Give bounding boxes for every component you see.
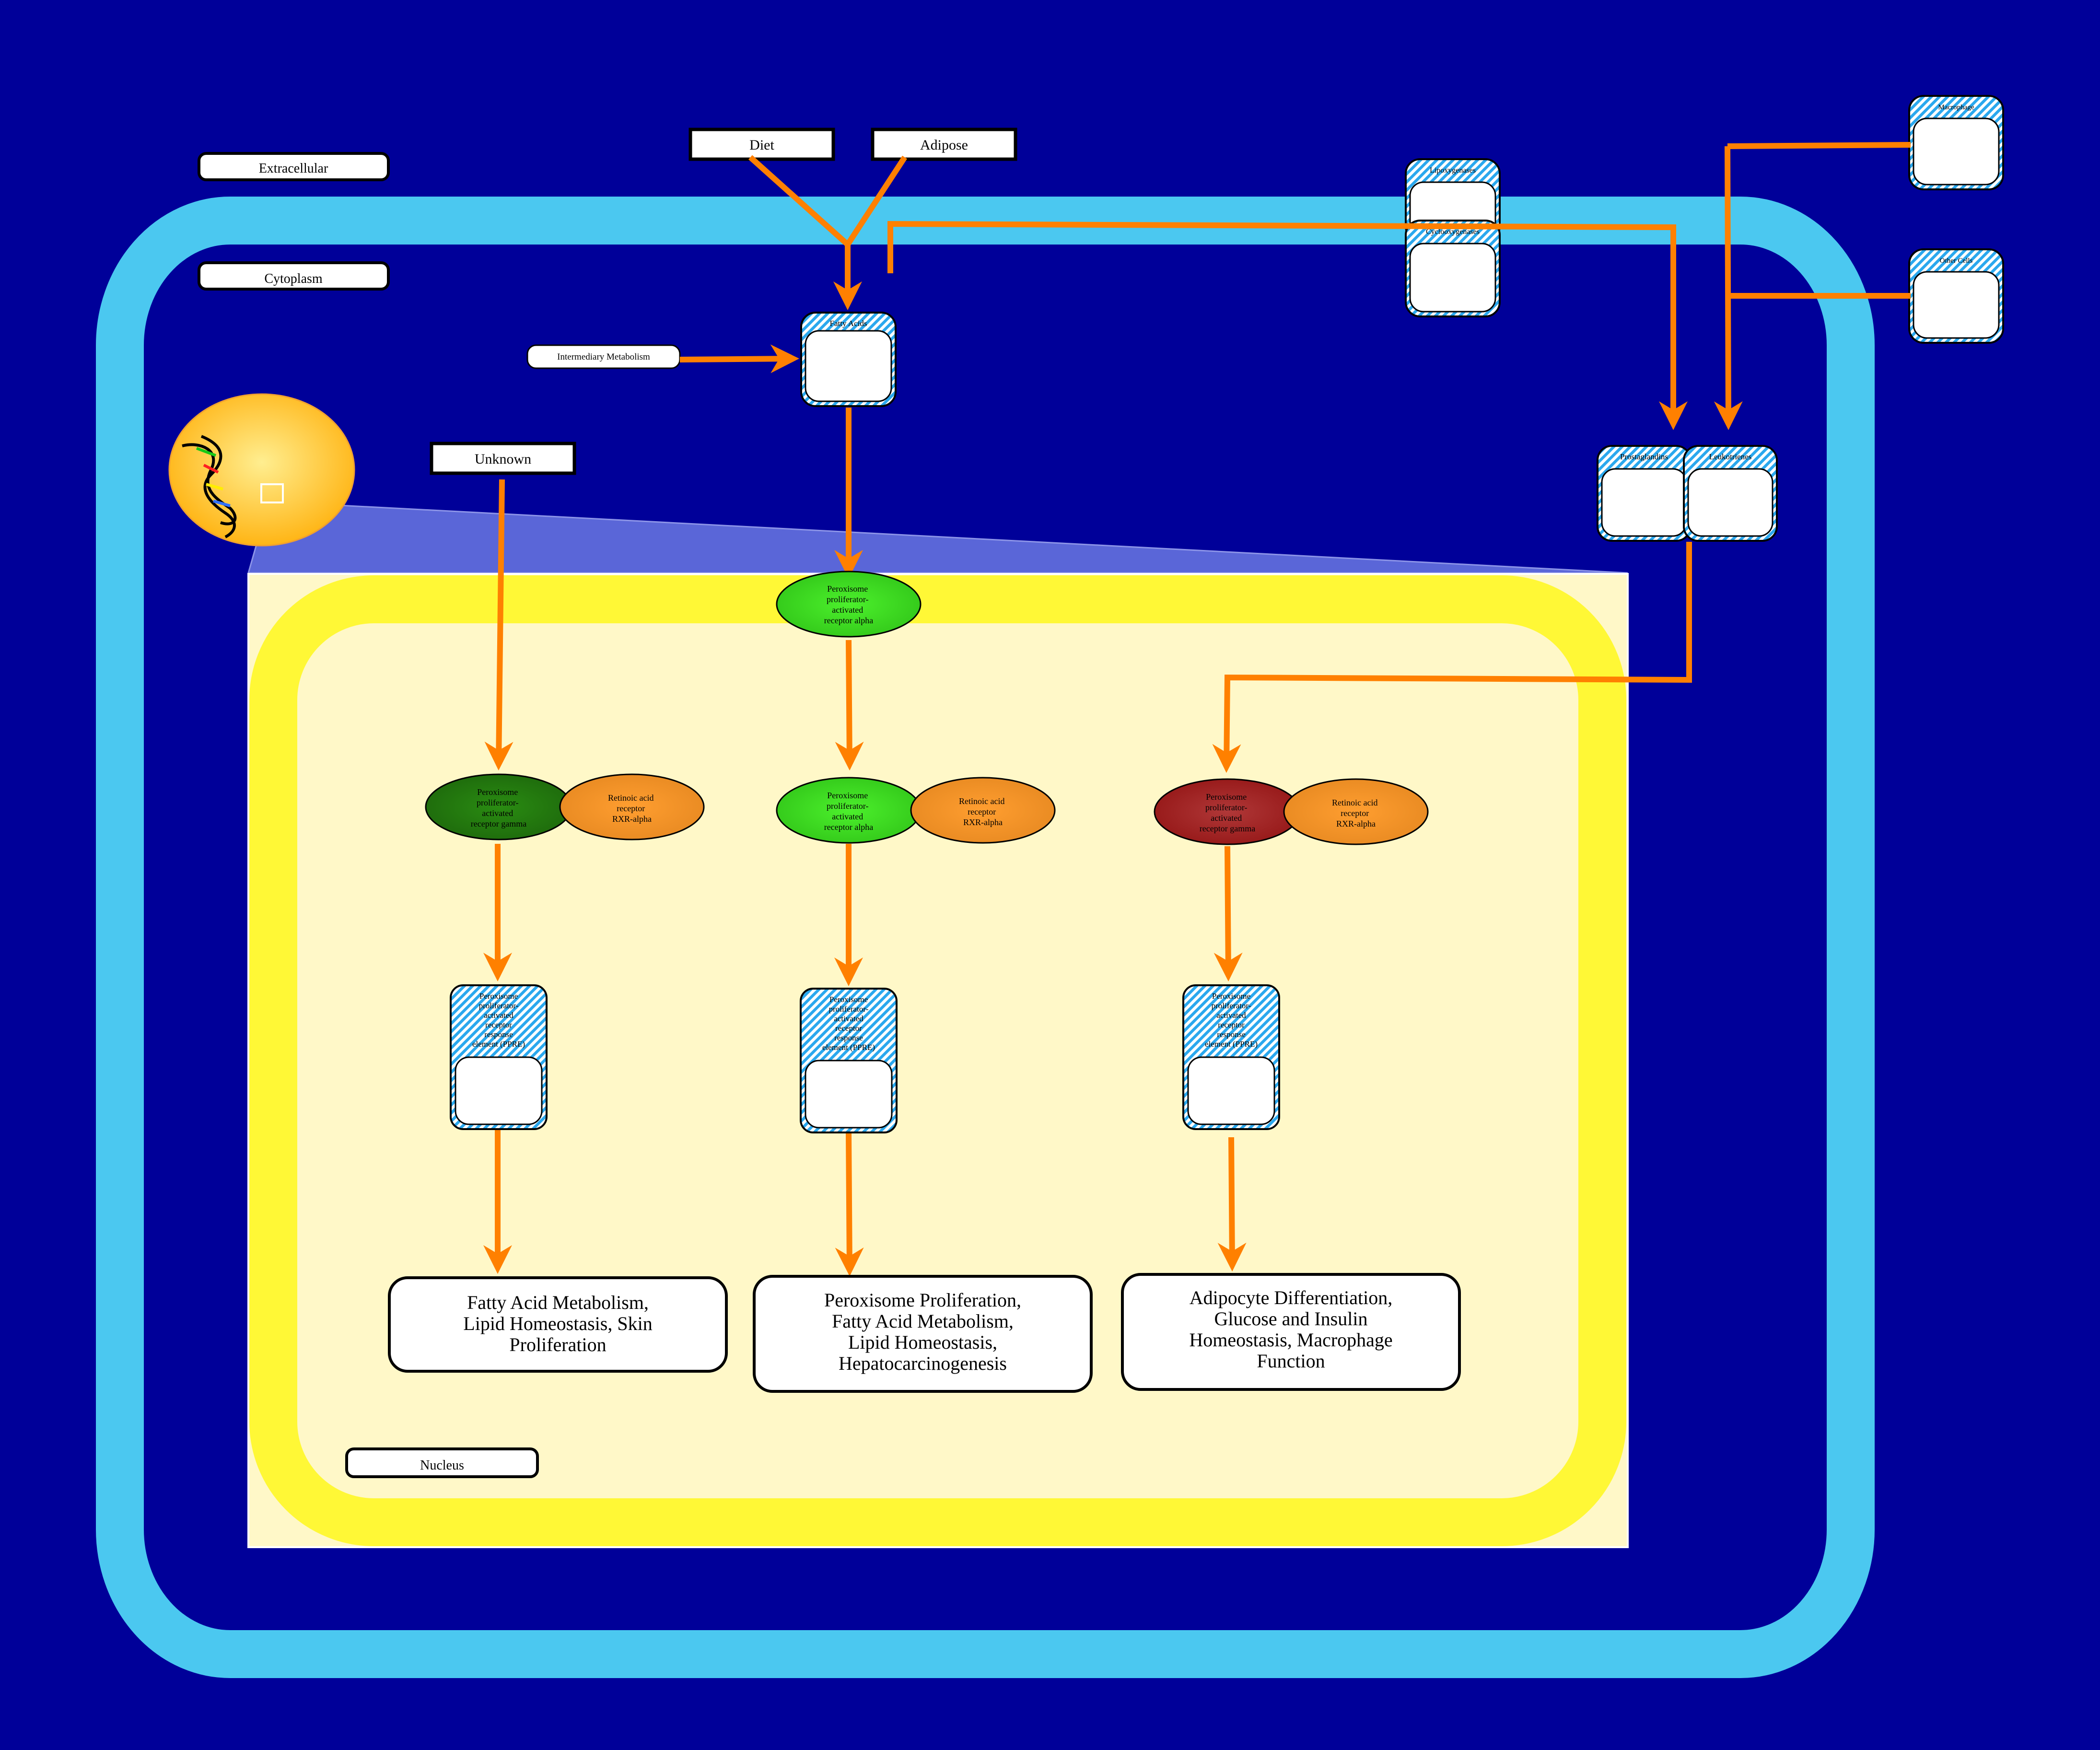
source-adipose-text: Adipose	[920, 137, 968, 153]
complex-1-rxr-text: Retinoic acid receptor RXR-alpha	[608, 793, 656, 824]
complex-3-rxr-text: Retinoic acid receptor RXR-alpha	[1332, 798, 1380, 828]
group-macrophage: Macrophage	[1908, 95, 2004, 190]
label-cytoplasm-text: Cytoplasm	[264, 271, 323, 286]
group-prostaglandins-label: Prostaglandins	[1620, 452, 1668, 461]
ppar-alpha-node-text: Peroxisome proliferator- activated recep…	[824, 584, 873, 625]
arrow-ppre2-to-outcome	[835, 1132, 864, 1276]
rxr-alpha	[910, 777, 1056, 844]
group-leukotrienes-label: Leukotrienes	[1709, 452, 1752, 461]
group-cyclooxygenases: Cyclooxygenases	[1405, 220, 1501, 317]
complex-1: Peroxisome proliferator- activated recep…	[425, 773, 705, 840]
complex-1-ppar-text: Peroxisome proliferator- activated recep…	[471, 787, 526, 828]
arrow-unknown-to-pparg	[484, 479, 513, 770]
group-macrophage-label: Macrophage	[1938, 104, 1974, 111]
label-extracellular-text: Extracellular	[259, 161, 328, 176]
zoom-source-box	[260, 483, 284, 503]
ppar-alpha-node: Peroxisome proliferator- activated recep…	[776, 571, 922, 638]
nuclear-envelope	[249, 575, 1626, 1546]
source-unknown: Unknown	[430, 442, 576, 475]
group-leukotrienes: Leukotrienes	[1683, 445, 1778, 542]
outcome-text: Fatty Acid Metabolism,Lipid Homeostasis,…	[463, 1292, 652, 1355]
arrow-ppre3-to-outcome	[1217, 1137, 1247, 1272]
source-unknown-text: Unknown	[475, 451, 531, 467]
source-intermediary-metabolism: Intermediary Metabolism	[526, 344, 681, 369]
zoom-callout	[247, 502, 1628, 574]
complex-2: Peroxisome proliferator- activated recep…	[776, 777, 1056, 844]
source-diet-text: Diet	[749, 137, 774, 153]
label-nucleus: Nucleus	[345, 1447, 539, 1478]
outcome-box-1: Fatty Acid Metabolism,Lipid Homeostasis,…	[388, 1276, 728, 1373]
arrow-macrophage-line	[1727, 142, 1911, 149]
dna-icon	[182, 435, 237, 538]
arrow-intermediary-to-fatty-acids	[679, 344, 799, 373]
arrows	[483, 142, 1911, 1276]
group-other-cells: Other Cells	[1908, 248, 2004, 344]
group-other-cells-label: Other Cells	[1940, 257, 1973, 265]
nucleus-cell-icon	[168, 393, 355, 547]
outcome-text: Adipocyte Differentiation,Glucose and In…	[1189, 1287, 1392, 1372]
source-intermediary-metabolism-text: Intermediary Metabolism	[557, 352, 650, 362]
arrow-adipose	[845, 155, 908, 246]
label-nucleus-text: Nucleus	[420, 1458, 464, 1473]
source-adipose: Adipose	[871, 128, 1017, 161]
outcome-box-2: Peroxisome Proliferation,Fatty Acid Meta…	[753, 1275, 1093, 1393]
arrow-leukotrienes-to-pparg-inactive	[1212, 542, 1692, 773]
cell-membrane	[96, 197, 1875, 1678]
group-prostaglandins: Prostaglandins	[1597, 445, 1692, 542]
rxr-alpha	[1283, 778, 1429, 845]
complex-3-ppar-text: Peroxisome proliferator- activated recep…	[1200, 792, 1255, 833]
label-cytoplasm: Cytoplasm	[198, 261, 390, 291]
arrow-diet	[748, 155, 850, 247]
arrow-fatty-acids-to-cox	[887, 221, 1688, 430]
arrow-to-leukotrienes	[1714, 146, 1743, 430]
complex-2-ppar-text: Peroxisome proliferator- activated recep…	[824, 791, 873, 832]
arrow-complex3-to-ppre	[1213, 846, 1243, 981]
complex-3: Peroxisome proliferator- activated recep…	[1154, 778, 1429, 845]
rxr-alpha	[559, 773, 705, 840]
label-extracellular: Extracellular	[198, 152, 390, 181]
group-fatty-acids-label: Fatty Acids	[830, 319, 867, 328]
group-fatty-acids: Fatty Acids	[800, 312, 897, 407]
group-lipoxygenases-label: Lipoxygenases	[1430, 166, 1476, 175]
arrow-ppar-alpha-to-complex	[835, 640, 864, 770]
source-diet: Diet	[688, 128, 835, 161]
complex-2-rxr-text: Retinoic acid receptor RXR-alpha	[959, 796, 1007, 827]
outcome-box-3: Adipocyte Differentiation,Glucose and In…	[1121, 1273, 1461, 1391]
outcome-text: Peroxisome Proliferation,Fatty Acid Meta…	[824, 1289, 1021, 1374]
group-cyclooxygenases-label: Cyclooxygenases	[1426, 228, 1480, 236]
